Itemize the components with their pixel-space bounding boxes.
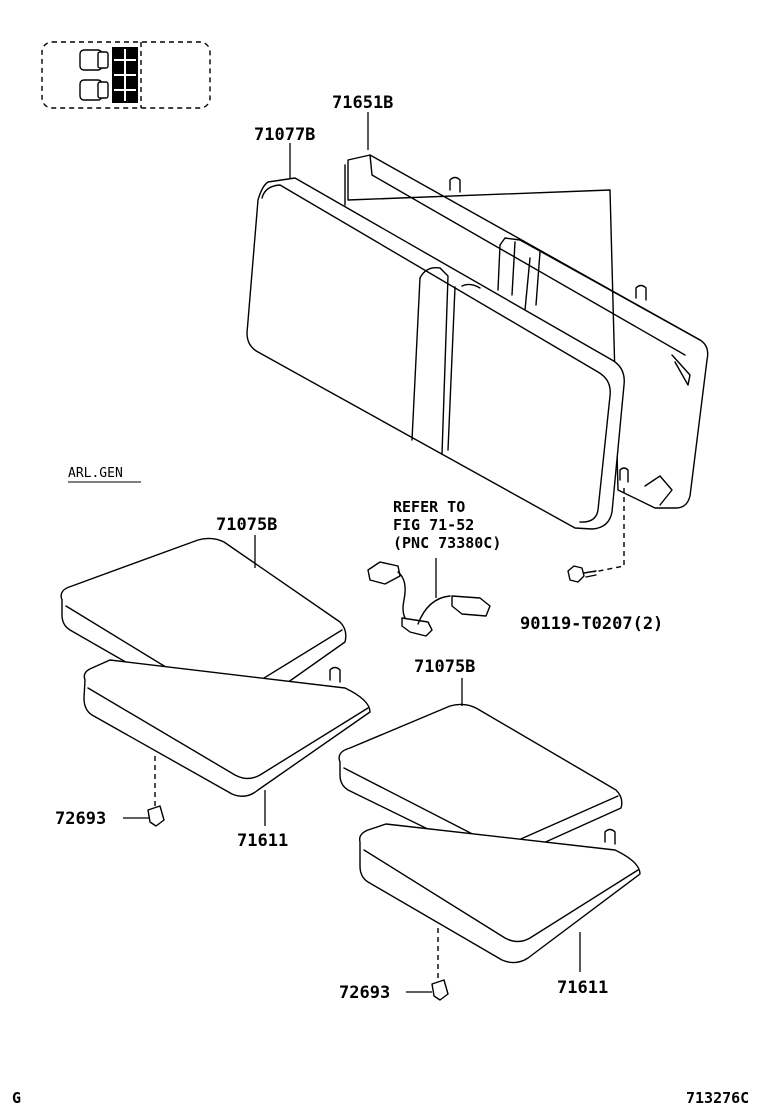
vehicle-seat-locator-icon bbox=[41, 41, 211, 109]
bolt-label: 90119-T0207(2) bbox=[520, 614, 663, 634]
clip-left-label: 72693 bbox=[55, 809, 106, 829]
seat-pad-left-part bbox=[83, 659, 371, 797]
backrest-assembly-label: 71077B bbox=[254, 125, 315, 145]
figure-code: 713276C bbox=[686, 1089, 749, 1107]
refer-note-line1: REFER TO bbox=[393, 498, 465, 516]
seat-belt-buckle-icon bbox=[367, 561, 491, 637]
bolt-icon bbox=[567, 565, 597, 583]
page-letter: G bbox=[12, 1089, 21, 1107]
clip-right-label: 72693 bbox=[339, 983, 390, 1003]
cushion-right-label: 71075B bbox=[414, 657, 475, 677]
clip-icon bbox=[147, 805, 165, 827]
refer-note-line2: FIG 71-52 bbox=[393, 516, 474, 534]
variant-label: ARL.GEN bbox=[68, 466, 123, 481]
refer-note-line3: (PNC 73380C) bbox=[393, 534, 501, 552]
cushion-left-label: 71075B bbox=[216, 515, 277, 535]
backrest-assembly-part bbox=[246, 177, 629, 530]
clip-icon bbox=[431, 979, 449, 1001]
backrest-cover-label: 71651B bbox=[332, 93, 393, 113]
pad-left-label: 71611 bbox=[237, 831, 288, 851]
pad-right-label: 71611 bbox=[557, 978, 608, 998]
seat-pad-right-part bbox=[358, 823, 641, 964]
